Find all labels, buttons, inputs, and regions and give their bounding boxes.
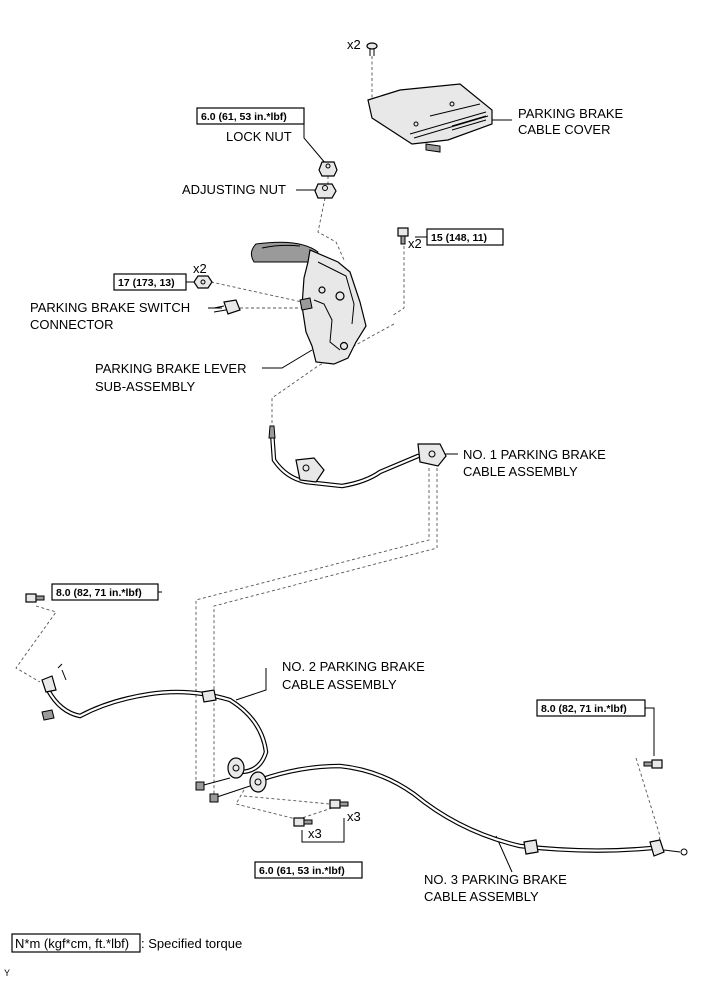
lever-nut-count: x2 bbox=[193, 261, 207, 276]
torque-left-bolt: 8.0 (82, 71 in.*lbf) bbox=[56, 587, 142, 599]
torque-box-lever-bolt bbox=[426, 228, 504, 246]
center-bolt-upper bbox=[329, 799, 349, 809]
cover-label-line1: PARKING BRAKE bbox=[518, 106, 624, 121]
torque-box-right-bolt bbox=[536, 699, 646, 717]
lever-label-line2: SUB-ASSEMBLY bbox=[95, 379, 196, 394]
torque-lock-nut: 6.0 (61, 53 in.*lbf) bbox=[201, 111, 287, 123]
cover-clip-count: x2 bbox=[347, 37, 361, 52]
lock-nut-label: LOCK NUT bbox=[226, 129, 292, 144]
cable3-label-line1: NO. 3 PARKING BRAKE bbox=[424, 872, 567, 887]
torque-lever-nut: 17 (173, 13) bbox=[118, 277, 175, 289]
torque-lever-bolt: 15 (148, 11) bbox=[431, 232, 487, 244]
parking-brake-lever bbox=[250, 241, 367, 365]
cable2-label-line1: NO. 2 PARKING BRAKE bbox=[282, 659, 425, 674]
cable2-label-line2: CABLE ASSEMBLY bbox=[282, 677, 397, 692]
adjusting-nut bbox=[314, 183, 337, 199]
adjusting-nut-label: ADJUSTING NUT bbox=[182, 182, 286, 197]
lever-nut bbox=[193, 275, 213, 289]
torque-center-bolts: 6.0 (61, 53 in.*lbf) bbox=[259, 865, 345, 877]
no3-cable bbox=[209, 763, 688, 857]
parking-brake-cable-cover bbox=[367, 83, 493, 153]
center-bolt-lower bbox=[293, 817, 313, 827]
torque-box-center-bolts bbox=[254, 861, 363, 879]
switch-connector bbox=[213, 299, 241, 315]
center-bolt-count-right: x3 bbox=[347, 809, 361, 824]
legend-box bbox=[11, 933, 141, 953]
left-bolt bbox=[25, 593, 45, 603]
torque-box-lever-nut bbox=[113, 273, 187, 291]
torque-right-bolt: 8.0 (82, 71 in.*lbf) bbox=[541, 703, 627, 715]
lever-bolt-count: x2 bbox=[408, 236, 422, 251]
cover-label-line2: CABLE COVER bbox=[518, 122, 610, 137]
lever-bolt bbox=[397, 227, 409, 245]
no2-cable bbox=[41, 663, 269, 791]
cable1-label-line1: NO. 1 PARKING BRAKE bbox=[463, 447, 606, 462]
torque-box-lock-nut bbox=[196, 107, 305, 125]
cover-clip bbox=[366, 42, 378, 56]
legend-unit: N*m (kgf*cm, ft.*lbf) bbox=[15, 936, 129, 951]
switch-label-line2: CONNECTOR bbox=[30, 317, 114, 332]
lever-label-line1: PARKING BRAKE LEVER bbox=[95, 361, 246, 376]
cable1-label-line2: CABLE ASSEMBLY bbox=[463, 464, 578, 479]
cable3-label-line2: CABLE ASSEMBLY bbox=[424, 889, 539, 904]
center-bolt-count-left: x3 bbox=[308, 826, 322, 841]
lock-nut bbox=[318, 161, 338, 177]
right-bolt bbox=[643, 759, 663, 769]
switch-label-line1: PARKING BRAKE SWITCH bbox=[30, 300, 190, 315]
legend-description: : Specified torque bbox=[141, 936, 242, 951]
no1-cable bbox=[268, 425, 447, 489]
torque-box-left-bolt bbox=[51, 583, 159, 601]
corner-mark: Y bbox=[4, 968, 10, 978]
